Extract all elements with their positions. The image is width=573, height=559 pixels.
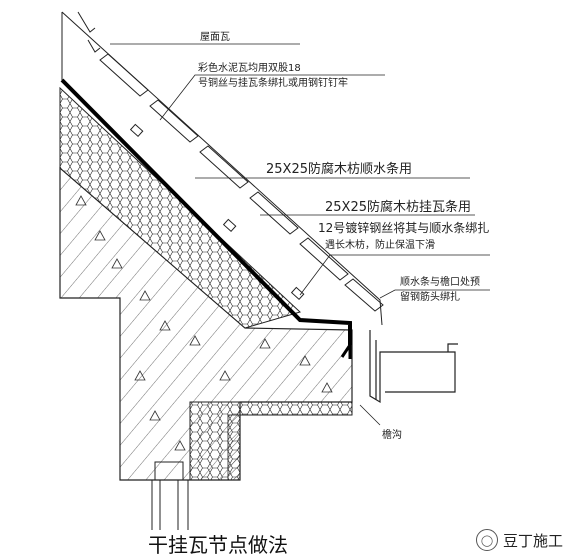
eave-gutter bbox=[369, 330, 458, 404]
roof-tile-label: 屋面瓦 bbox=[200, 31, 230, 43]
drawing-title: 干挂瓦节点做法 bbox=[148, 533, 288, 557]
steel-wire-label-1: 12号镀锌钢丝将其与顺水条绑扎 bbox=[318, 221, 489, 235]
roof-tiles bbox=[61, 11, 384, 326]
steel-wire-label-2: 遇长木枋，防止保温下滑 bbox=[325, 238, 435, 251]
wall-base-lines bbox=[151, 461, 189, 530]
watermark: ◯ 豆丁施工 bbox=[475, 529, 563, 551]
gutter-label: 檐沟 bbox=[382, 428, 402, 441]
eave-batten-label-2: 留钢筋头绑扎 bbox=[400, 290, 460, 303]
annotation-labels: 屋面瓦 彩色水泥瓦均用双股18 号铜丝与挂瓦条绑扎或用钢钉钉牢 25X25防腐木… bbox=[198, 31, 489, 441]
tile-tie-label-1: 彩色水泥瓦均用双股18 bbox=[198, 61, 301, 74]
eave-batten-label-1: 顺水条与檐口处预 bbox=[400, 275, 480, 288]
chat-bubble-icon: ◯ bbox=[475, 529, 498, 551]
tile-battens bbox=[129, 123, 305, 301]
tile-tie-label-2: 号铜丝与挂瓦条绑扎或用钢钉钉牢 bbox=[198, 76, 348, 89]
downslope-batten-label: 25X25防腐木枋顺水条用 bbox=[266, 161, 412, 177]
watermark-text: 豆丁施工 bbox=[502, 531, 563, 550]
brick-wall bbox=[227, 414, 241, 481]
leader-lines bbox=[110, 43, 490, 426]
hanging-batten-label: 25X25防腐木枋挂瓦条用 bbox=[325, 199, 471, 215]
waterproof-membrane bbox=[60, 78, 352, 345]
